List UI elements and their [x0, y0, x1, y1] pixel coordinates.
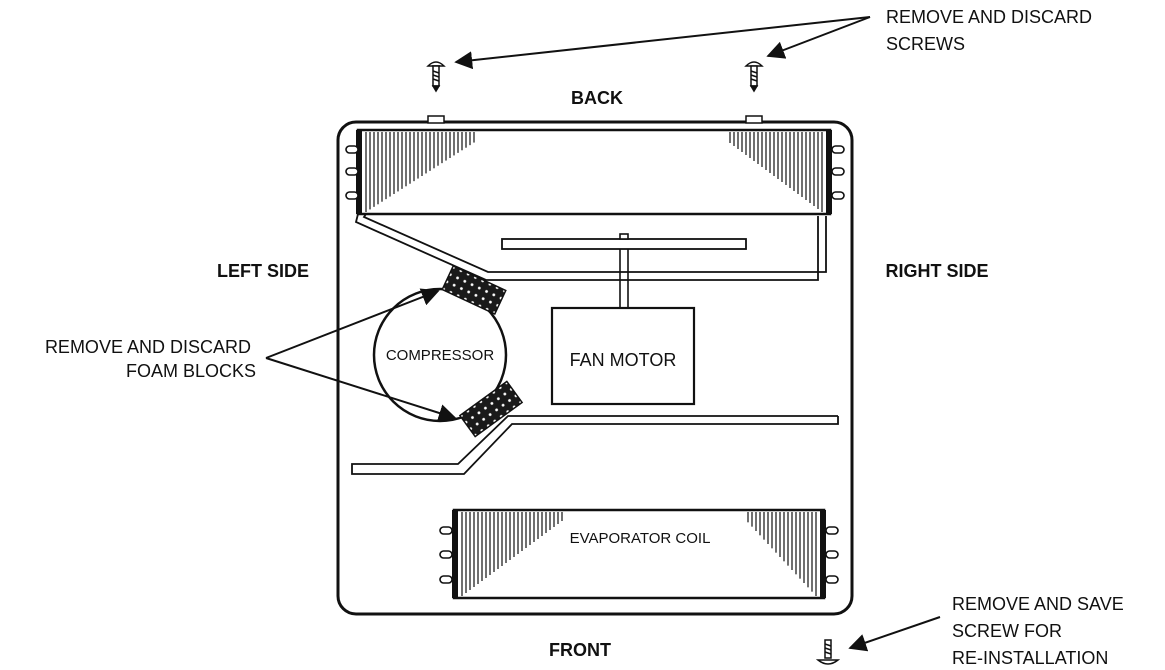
- top-left-screw: [426, 61, 446, 93]
- evaporator-coil-label: EVAPORATOR COIL: [570, 530, 711, 547]
- fan-shaft: [619, 233, 629, 308]
- fan-motor-label: FAN MOTOR: [570, 350, 677, 370]
- condenser-coil: [345, 128, 845, 216]
- arrow-to-lower-foam: [265, 357, 457, 422]
- cabinet-outline: [336, 120, 854, 616]
- left-side-label: LEFT SIDE: [217, 261, 309, 281]
- condenser-shroud: [354, 213, 827, 281]
- right-screw-tab: [745, 115, 763, 124]
- back-label: BACK: [571, 88, 623, 108]
- arrow-to-upper-foam: [265, 288, 440, 359]
- condenser-fan-blade: [501, 238, 747, 250]
- partition-wall: [351, 415, 839, 475]
- lower-foam-block: [458, 380, 524, 438]
- right-side-label: RIGHT SIDE: [885, 261, 988, 281]
- front-screw-callout: REMOVE AND SAVE SCREW FOR RE-INSTALLATIO…: [952, 594, 1129, 668]
- left-screw-tab: [427, 115, 445, 124]
- top-screws-callout: REMOVE AND DISCARD SCREWS: [886, 7, 1097, 54]
- arrow-to-left-screw: [454, 16, 871, 70]
- front-screw: [815, 639, 841, 665]
- evaporator-coil: [439, 508, 839, 600]
- top-right-screw: [744, 61, 764, 93]
- arrow-to-front-screw: [848, 616, 941, 652]
- front-label: FRONT: [549, 640, 611, 660]
- upper-foam-block: [441, 264, 507, 316]
- arrow-to-right-screw: [766, 16, 871, 59]
- compressor-label: COMPRESSOR: [386, 347, 495, 364]
- foam-blocks-callout: REMOVE AND DISCARD FOAM BLOCKS: [45, 337, 256, 381]
- fan-motor-box: [550, 306, 696, 406]
